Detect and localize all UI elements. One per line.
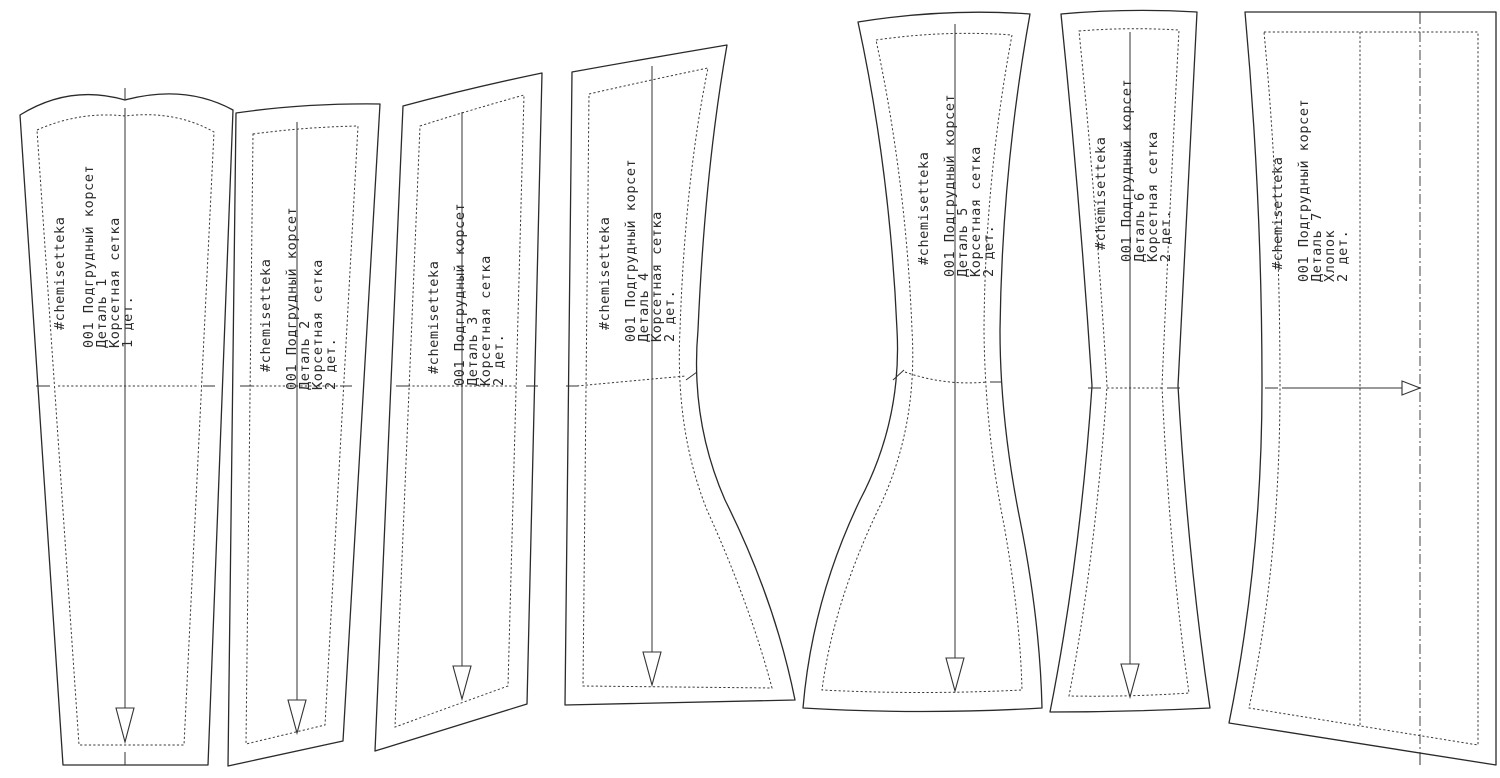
grain-arrow [1401,380,1422,396]
label-detail: Деталь 6 [1132,192,1148,262]
label-tag: #chemisetteka [1270,157,1286,270]
pattern-piece-6: #chemisetteka 001 Подгрудный корсет Дета… [1049,9,1211,713]
pattern-piece-1: #chemisetteka 001 Подгрудный корсет Дета… [19,88,234,766]
label-tag: #chemisetteka [426,261,442,374]
cut-line [374,72,543,752]
grain-arrow [945,657,965,694]
cut-line [1228,11,1497,766]
label-tag: #chemisetteka [52,217,68,330]
label-detail: Деталь 3 [465,316,481,386]
cut-line [1049,9,1211,713]
label-model: 001 Подгрудный корсет [1119,79,1135,262]
label-detail: Деталь 7 [1309,212,1325,282]
seam-line [394,94,525,728]
grain-arrow [115,707,135,745]
grain-arrow [642,651,662,688]
label-model: 001 Подгрудный корсет [284,207,300,390]
label-fabric: Хлопок [1322,230,1338,282]
pattern-piece-7: #chemisetteka 001 Подгрудный корсет Дета… [1228,11,1497,766]
label-detail: Деталь 1 [94,278,110,348]
piece-label: #chemisetteka 001 Подгрудный корсет Дета… [52,156,136,348]
label-count: 2 дет. [323,338,339,390]
pattern-piece-2: #chemisetteka 001 Подгрудный корсет Дета… [227,103,381,767]
label-fabric: Корсетная сетка [1145,131,1161,262]
cut-line [802,11,1043,713]
label-model: 001 Подгрудный корсет [942,94,958,277]
label-count: 2 дет. [491,334,507,386]
piece-label: #chemisetteka 001 Подгрудный корсет Дета… [426,194,507,386]
label-detail: Деталь 2 [297,320,313,390]
seam-line [1248,31,1479,746]
label-model: 001 Подгрудный корсет [623,159,639,342]
label-detail: Деталь 5 [955,207,971,277]
label-tag: #chemisetteka [1093,137,1109,250]
label-tag: #chemisetteka [916,152,932,265]
label-detail: Деталь 4 [636,272,652,342]
label-count: 2 дет. [1158,210,1174,262]
label-model: 001 Подгрудный корсет [81,165,97,348]
piece-label: #chemisetteka 001 Подгрудный корсет Дета… [1270,90,1351,282]
waist-line [576,375,687,387]
piece-label: #chemisetteka 001 Подгрудный корсет Дета… [258,198,339,390]
seam-line [582,67,773,689]
grain-arrow [1120,663,1140,700]
label-tag: #chemisetteka [258,259,274,372]
label-tag: #chemisetteka [597,217,613,330]
pattern-piece-4: #chemisetteka 001 Подгрудный корсет Дета… [564,44,796,706]
label-count: 2 дет. [981,225,997,277]
label-fabric: Корсетная сетка [107,217,123,348]
label-fabric: Корсетная сетка [968,146,984,277]
cut-line [19,93,234,766]
pattern-piece-5: #chemisetteka 001 Подгрудный корсет Дета… [802,11,1043,713]
label-count: 1 дет. [120,296,136,348]
cut-line [564,44,796,706]
pattern-piece-3: #chemisetteka 001 Подгрудный корсет Дета… [374,72,543,752]
label-fabric: Корсетная сетка [310,259,326,390]
seam-line [36,114,215,746]
label-model: 001 Подгрудный корсет [1296,99,1312,282]
cut-line [227,103,381,767]
seam-line [245,125,359,745]
seam-line [1068,28,1190,697]
piece-label: #chemisetteka 001 Подгрудный корсет Дета… [916,85,997,277]
label-fabric: Корсетная сетка [478,255,494,386]
label-fabric: Корсетная сетка [649,211,665,342]
waist-line [904,371,988,384]
label-count: 2 дет. [662,290,678,342]
label-model: 001 Подгрудный корсет [452,203,468,386]
notch [892,369,905,381]
seam-line [821,32,1023,693]
piece-label: #chemisetteka 001 Подгрудный корсет Дета… [1093,70,1174,262]
piece-label: #chemisetteka 001 Подгрудный корсет Дета… [597,150,678,342]
label-count: 2 дет. [1335,230,1351,282]
grain-arrow [452,665,472,702]
grain-arrow [287,699,307,736]
notch [685,371,698,381]
